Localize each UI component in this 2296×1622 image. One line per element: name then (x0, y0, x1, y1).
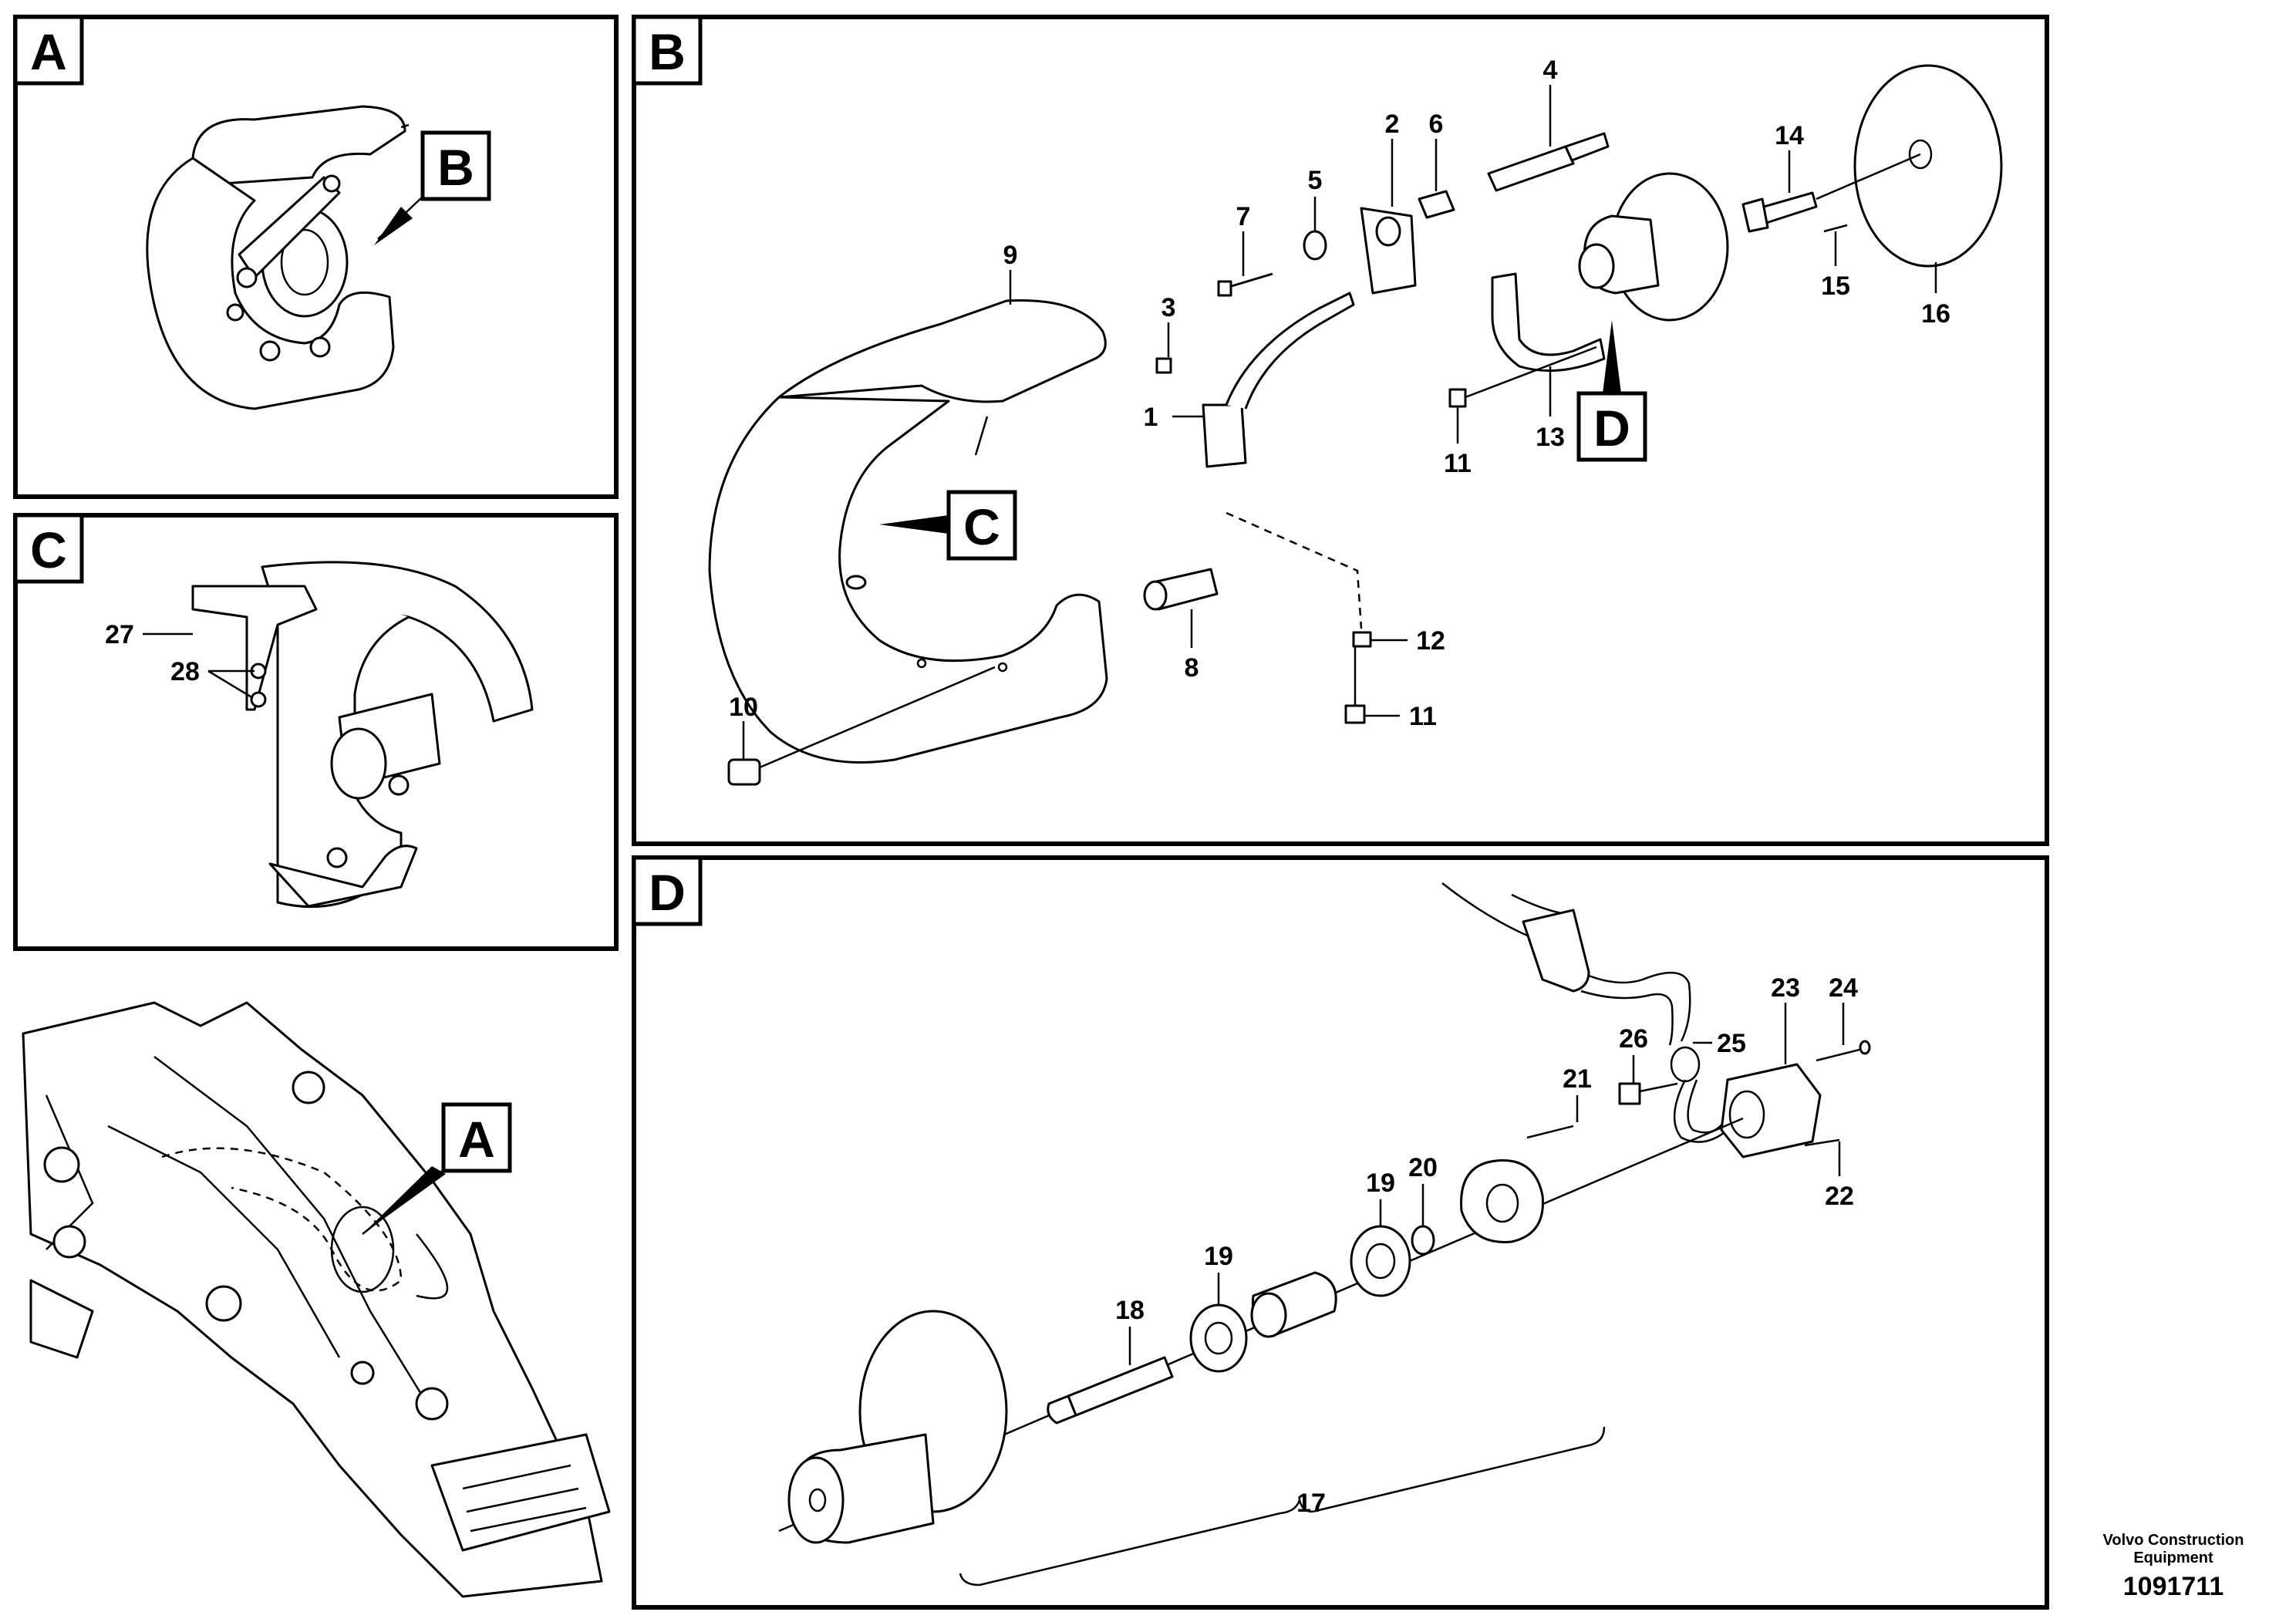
washer-5-illustration (1303, 230, 1327, 261)
part-label-27: 27 (105, 620, 134, 649)
part-label-19a: 19 (1366, 1168, 1395, 1198)
bolt-7-illustration (1226, 272, 1273, 289)
part-label-28: 28 (170, 657, 200, 686)
part-label-21: 21 (1563, 1064, 1592, 1094)
panel-a-frame (13, 15, 619, 499)
document-number: 1091711 (2123, 1572, 2224, 1601)
panel-c-label: C (30, 521, 67, 578)
part-label-20: 20 (1408, 1153, 1438, 1182)
part-label-9: 9 (1003, 241, 1018, 270)
callout-b-label: B (437, 139, 474, 196)
pin-22-illustration (1804, 1138, 1840, 1147)
callout-d-label: D (1593, 400, 1630, 457)
bracket-13-illustration (1491, 272, 1606, 373)
panel-b: B (632, 15, 2049, 846)
panel-c-tag (13, 513, 84, 584)
callout-d-box (1576, 391, 1647, 462)
dashed-assembly-line (1226, 511, 1363, 629)
circlip-20-illustration (1411, 1225, 1435, 1256)
guard-9-illustration (708, 299, 1108, 764)
bearing-19b-illustration (1189, 1303, 1248, 1373)
panel-c: C 27 28 (13, 513, 619, 951)
callout-d-arrow (1603, 320, 1621, 393)
part-label-26: 26 (1619, 1024, 1648, 1054)
flange-bearing-illustration (1460, 1159, 1544, 1243)
plate-2-illustration (1360, 207, 1417, 295)
nut-12-illustration (1352, 631, 1372, 648)
part-label-8: 8 (1185, 653, 1199, 683)
brand-name-line1: Volvo Construction (2103, 1532, 2244, 1549)
bolt-11a-illustration (1448, 388, 1467, 408)
part-label-17: 17 (1296, 1489, 1326, 1518)
part-label-15: 15 (1821, 271, 1850, 301)
bearing-19a-illustration (1350, 1225, 1411, 1297)
part-label-1: 1 (1144, 403, 1158, 432)
part-label-3: 3 (1161, 293, 1176, 322)
callout-b-arrow (374, 207, 413, 245)
callout-c-box (946, 490, 1017, 561)
callout-b-box (420, 130, 491, 201)
callout-a-label: A (458, 1111, 495, 1168)
part-label-7: 7 (1236, 202, 1251, 231)
bracket-1-illustration (1202, 403, 1247, 468)
part-label-25: 25 (1717, 1029, 1746, 1058)
callout-c-label: C (963, 498, 1000, 555)
sensor-23-illustration (1720, 1063, 1822, 1158)
panel-b-label: B (649, 23, 686, 80)
part-label-22: 22 (1825, 1182, 1854, 1211)
panel-d-frame (632, 855, 2049, 1610)
panel-d-tag (632, 855, 703, 926)
part-label-11a: 11 (1444, 449, 1472, 478)
part-label-10: 10 (729, 693, 758, 722)
callout-a-box (441, 1102, 512, 1173)
pin-15-illustration (1823, 224, 1848, 233)
callout-a-pointer (362, 1169, 444, 1235)
bolt-11b-illustration (1344, 704, 1366, 724)
part-label-4: 4 (1543, 56, 1558, 85)
part-label-12: 12 (1416, 626, 1445, 656)
part-label-13: 13 (1536, 423, 1565, 452)
guard-side-illustration (191, 561, 534, 909)
part-label-19b: 19 (1204, 1242, 1233, 1271)
sensor-cable-illustration (1441, 882, 1734, 1143)
panel-b-frame (632, 15, 2049, 846)
part-label-6: 6 (1429, 110, 1444, 139)
bushing-6-illustration (1418, 190, 1455, 219)
bolt-3-illustration (1155, 357, 1172, 374)
bolt-10-illustration (727, 758, 761, 786)
panel-c-frame (13, 513, 619, 951)
bolt-26-illustration (1618, 1082, 1641, 1105)
panel-b-tag (632, 15, 703, 86)
guard-assembly-illustration (146, 105, 410, 410)
part-label-14: 14 (1775, 121, 1804, 150)
callout-c-arrow (879, 515, 949, 534)
pulley-16-illustration (1853, 64, 2003, 268)
part-label-23: 23 (1771, 973, 1800, 1003)
leader-28 (207, 669, 255, 700)
part-label-16: 16 (1921, 299, 1950, 329)
panel-a-tag (13, 15, 84, 86)
screw-24-illustration (1816, 1047, 1863, 1062)
panel-a: A B (13, 15, 619, 499)
bracket-17 (959, 1426, 1606, 1587)
panel-a-label: A (30, 23, 67, 80)
shaft-4-illustration (1487, 145, 1575, 192)
screw-21-illustration (1526, 1125, 1574, 1139)
part-label-2: 2 (1385, 110, 1400, 139)
loader-overview (22, 1001, 611, 1598)
panel-d-label: D (649, 864, 686, 921)
shaft-18-illustration (1067, 1356, 1174, 1417)
brand-name-line2: Equipment (2133, 1549, 2213, 1566)
part-label-11b: 11 (1409, 702, 1437, 731)
part-label-18: 18 (1115, 1296, 1145, 1325)
panel-d: D (632, 855, 2049, 1610)
part-label-5: 5 (1308, 166, 1323, 195)
part-label-24: 24 (1829, 973, 1858, 1003)
